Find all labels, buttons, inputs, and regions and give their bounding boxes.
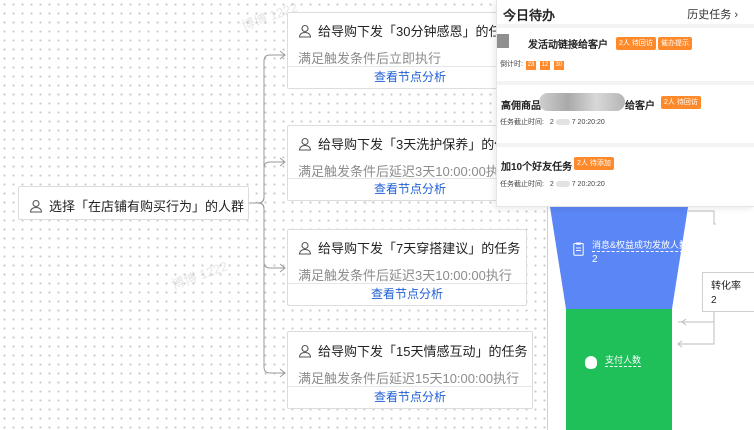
root-node[interactable]: 选择「在店铺有购买行为」的人群 [18,186,249,220]
blurred-region [539,93,625,111]
countdown-minutes: 12 [539,61,550,70]
todo-task-1[interactable]: 发活动链接给客户 2人 待回访 催办提示 倒计时: 23 12 30 [497,28,754,80]
task-node-title: 给导购下发「7天穿搭建议」的任务 [318,241,521,256]
todo-panel: 今日待办 历史任务 › 发活动链接给客户 2人 待回访 催办提示 倒计时: 23… [496,0,754,207]
funnel-green-label: 支付人数 [605,355,642,367]
task-title: 发活动链接给客户 [528,40,608,51]
user-icon [298,137,312,151]
flow-connectors [249,50,286,378]
deadline-tail: 7 20:20:20 [571,181,605,188]
todo-task-2[interactable]: 高佣商品 给客户 2人 待回访 任务截止时间: 2 7 20:20:20 [497,85,754,143]
task-node-condition: 满足触发条件后延迟3天10:00:00执 [298,164,499,179]
blurred-date [555,119,570,126]
conversion-bracket [688,210,716,225]
countdown-hours: 23 [525,61,536,70]
task-node[interactable]: 给导购下发「15天情感互动」的任务 满足触发条件后延迟15天10:00:00执行… [287,331,533,409]
blurred-date [555,181,570,188]
task-node[interactable]: 给导购下发「7天穿搭建议」的任务 满足触发条件后延迟3天10:00:00执行 查… [287,229,527,306]
task-tag: 2人 待添加 [574,157,614,170]
history-tasks-link[interactable]: 历史任务 › [687,9,738,21]
root-node-label: 选择「在店铺有购买行为」的人群 [49,199,245,214]
task-node-condition: 满足触发条件后延迟15天10:00:00执行 [298,371,520,386]
view-node-analysis-link[interactable]: 查看节点分析 [288,66,532,88]
task-node[interactable]: 给导购下发「3天洗护保养」的任 满足触发条件后延迟3天10:00:00执 查看节… [287,125,533,201]
deadline-value: 2 [549,119,554,126]
conversion-label: 转化率 [711,281,741,292]
view-node-analysis-link[interactable]: 查看节点分析 [288,283,526,305]
user-icon [29,199,43,213]
funnel-blue-value: 2 [592,254,598,265]
urge-tag[interactable]: 催办提示 [658,37,692,50]
deadline-tail: 7 20:20:20 [571,119,605,126]
task-node-title: 给导购下发「30分钟感恩」的任 [318,24,502,39]
task-node-title: 给导购下发「15天情感互动」的任务 [318,344,528,359]
task-node-condition: 满足触发条件后延迟3天10:00:00执行 [298,268,512,283]
task-title-suffix: 给客户 [625,101,655,112]
user-icon [298,344,312,358]
view-node-analysis-link[interactable]: 查看节点分析 [288,178,532,200]
task-node-condition: 满足触发条件后立即执行 [298,51,442,66]
task-tag: 2人 待回访 [661,96,701,109]
funnel-panel: 转化率 2 消息&权益成功发放人数 2 支付人数 [547,207,754,430]
funnel-chart [550,207,716,430]
task-title: 加10个好友任务 [501,162,573,173]
task-node-title: 给导购下发「3天洗护保养」的任 [318,137,508,152]
clipboard-icon [573,242,584,256]
countdown-seconds: 30 [553,61,564,70]
todo-title: 今日待办 [503,8,556,23]
view-node-analysis-link[interactable]: 查看节点分析 [288,386,532,408]
task-node[interactable]: 给导购下发「30分钟感恩」的任 满足触发条件后立即执行 查看节点分析 [287,12,533,89]
conversion-value: 2 [711,295,717,306]
funnel-blue-label: 消息&权益成功发放人数 [592,240,689,252]
deadline-label: 任务截止时间: [500,181,544,188]
funnel-stage-blue [550,207,688,309]
blurred-thumbnail [497,34,509,48]
deadline-value: 2 [549,181,554,188]
conversion-box: 转化率 2 [702,272,754,312]
funnel-stage-green [566,309,672,430]
todo-task-3[interactable]: 加10个好友任务 2人 待添加 任务截止时间: 2 7 20:20:20 [497,147,754,203]
user-icon [298,24,312,38]
money-bag-icon [585,356,597,369]
user-icon [298,241,312,255]
task-tag: 2人 待回访 [616,37,656,50]
deadline-label: 任务截止时间: [500,119,544,126]
countdown-label: 倒计时: [500,61,523,68]
task-title-prefix: 高佣商品 [501,101,541,112]
